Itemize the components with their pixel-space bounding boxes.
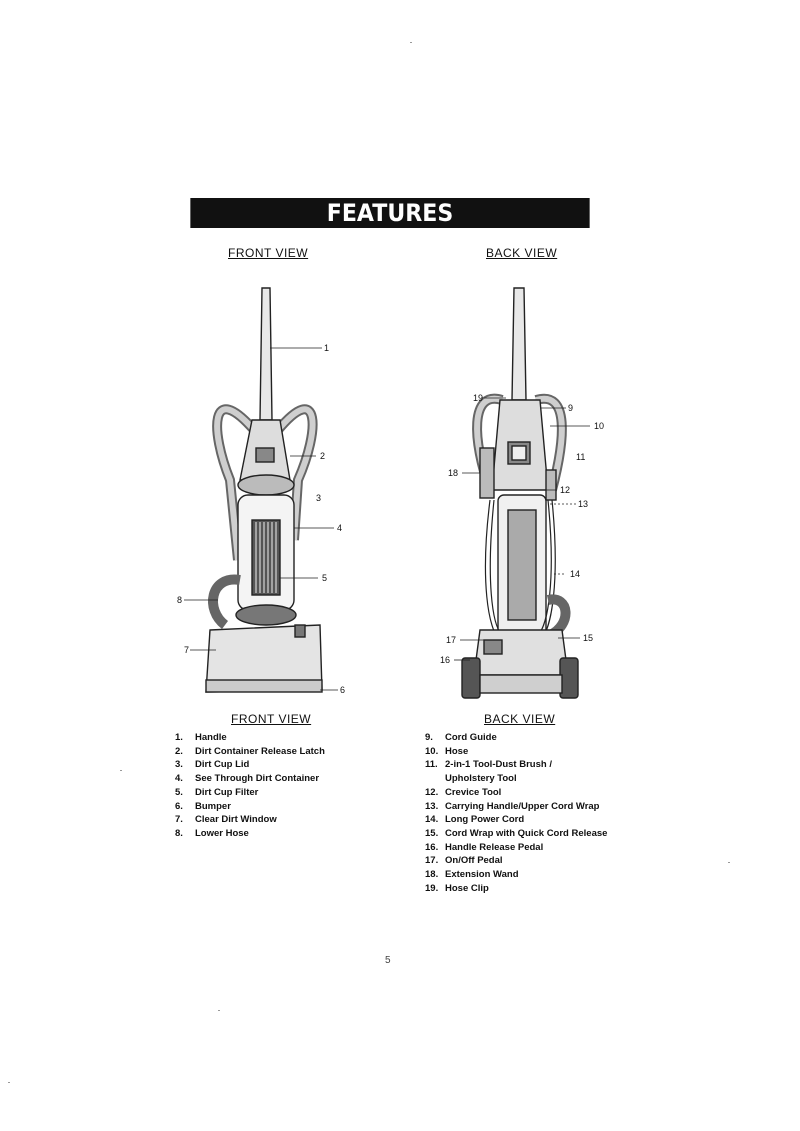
list-item: 12.Crevice Tool — [425, 786, 502, 798]
list-item: 3.Dirt Cup Lid — [175, 759, 250, 771]
back-callout-17: 17 — [446, 635, 456, 645]
list-item: 9.Cord Guide — [425, 732, 497, 743]
back-view-list-title: BACK VIEW — [484, 712, 556, 726]
scan-speck — [218, 1010, 220, 1011]
list-item: 15.Cord Wrap with Quick Cord Release — [425, 827, 608, 839]
front-view-list-title: FRONT VIEW — [231, 712, 312, 726]
page-number: 5 — [385, 955, 391, 966]
list-item: 5.Dirt Cup Filter — [175, 786, 259, 798]
front-callout-3: 3 — [316, 493, 321, 503]
scan-speck — [8, 1082, 10, 1083]
list-item: 14.Long Power Cord — [425, 814, 525, 826]
back-callout-12: 12 — [560, 485, 570, 495]
back-callout-10: 10 — [594, 421, 604, 431]
back-view-vacuum-diagram: 19 9 10 11 18 12 13 14 17 15 16 — [440, 287, 604, 699]
list-item: 16.Handle Release Pedal — [425, 841, 544, 853]
features-banner: FEATURES — [190, 198, 590, 228]
back-callout-19: 19 — [473, 393, 483, 403]
list-item: 4.See Through Dirt Container — [175, 773, 320, 785]
back-callout-9: 9 — [568, 403, 573, 413]
back-callout-18: 18 — [448, 468, 458, 478]
list-item: 19.Hose Clip — [425, 882, 489, 894]
back-view-title: BACK VIEW — [486, 246, 558, 260]
back-callout-11: 11 — [576, 452, 585, 462]
scan-speck — [728, 862, 730, 863]
front-callout-2: 2 — [320, 451, 325, 461]
back-view-parts-list: 9.Cord Guide 10.Hose 11.2-in-1 Tool-Dust… — [425, 731, 607, 895]
front-callout-8: 8 — [177, 595, 182, 605]
back-callout-14: 14 — [570, 569, 580, 579]
list-item: 2.Dirt Container Release Latch — [175, 745, 325, 757]
list-item: 17.On/Off Pedal — [425, 855, 503, 867]
back-callout-13: 13 — [578, 499, 588, 509]
scan-speck — [410, 42, 412, 43]
front-callout-6: 6 — [340, 685, 345, 695]
list-item: 13.Carrying Handle/Upper Cord Wrap — [425, 800, 600, 812]
front-view-vacuum-diagram: 1 2 3 4 5 6 7 8 — [177, 287, 345, 695]
list-item: 18.Extension Wand — [425, 869, 519, 881]
front-callout-1: 1 — [324, 343, 329, 353]
list-item: 11.2-in-1 Tool-Dust Brush / — [425, 759, 552, 771]
front-view-title: FRONT VIEW — [228, 246, 309, 260]
list-item: Upholstery Tool — [445, 773, 517, 785]
back-callout-15: 15 — [583, 633, 593, 643]
list-item: 10.Hose — [425, 745, 469, 757]
front-callout-4: 4 — [337, 523, 342, 533]
front-callout-7: 7 — [184, 645, 189, 655]
list-item: 6.Bumper — [175, 800, 231, 812]
back-callout-16: 16 — [440, 655, 450, 665]
front-view-parts-list: 1.Handle 2.Dirt Container Release Latch … — [175, 731, 325, 841]
list-item: 1.Handle — [175, 732, 227, 743]
list-item: 8.Lower Hose — [175, 827, 249, 839]
front-callout-5: 5 — [322, 573, 327, 583]
scan-speck — [120, 770, 122, 771]
list-item: 7.Clear Dirt Window — [175, 814, 277, 826]
